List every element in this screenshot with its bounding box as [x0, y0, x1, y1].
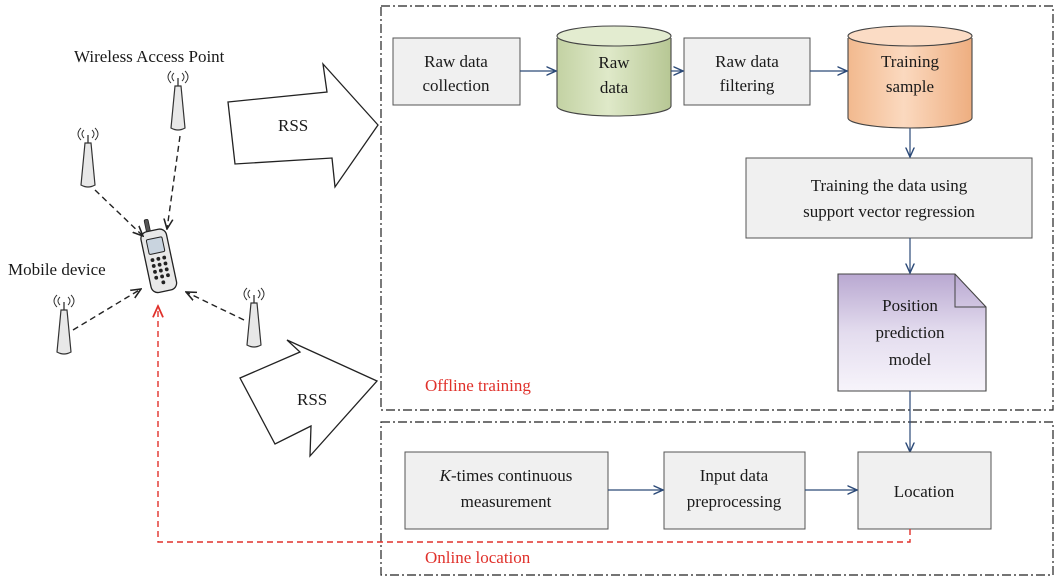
rss-arrow-top: RSS	[227, 61, 379, 189]
mobile-device-label: Mobile device	[8, 260, 106, 279]
rss-label-bottom: RSS	[297, 390, 327, 409]
raw-data-collection-box: Raw data collection	[392, 37, 521, 106]
svg-text:Location: Location	[894, 482, 955, 501]
svg-text:Input data: Input data	[700, 466, 769, 485]
svg-text:Raw: Raw	[598, 53, 630, 72]
raw-data-filtering-box: Raw data filtering	[683, 37, 811, 106]
svg-text:measurement: measurement	[461, 492, 552, 511]
svg-text:Training the data using: Training the data using	[811, 176, 968, 195]
signal-arrow	[94, 189, 143, 236]
signal-arrow	[167, 135, 181, 229]
svg-text:Position: Position	[882, 296, 938, 315]
rss-arrow-bottom: RSS	[239, 339, 379, 458]
online-location-frame	[380, 421, 1054, 576]
antenna-icon	[167, 70, 189, 131]
position-prediction-model: Position prediction model	[837, 273, 987, 392]
svg-text:data: data	[600, 78, 629, 97]
signal-arrow	[72, 289, 141, 331]
svg-text:Raw data: Raw data	[715, 52, 779, 71]
svg-text:sample: sample	[886, 77, 934, 96]
k-times-measurement-box: K-times continuous measurement	[404, 451, 609, 530]
online-location-label: Online location	[425, 548, 531, 567]
svg-text:filtering: filtering	[720, 76, 775, 95]
training-sample-cylinder: Training sample	[847, 25, 973, 129]
signal-arrow	[186, 292, 245, 321]
svg-text:prediction: prediction	[876, 323, 945, 342]
offline-training-label: Offline training	[425, 376, 531, 395]
input-preprocessing-box: Input data preprocessing	[663, 451, 806, 530]
wireless-access-point-label: Wireless Access Point	[74, 47, 225, 66]
svg-text:collection: collection	[422, 76, 490, 95]
svg-text:Raw data: Raw data	[424, 52, 488, 71]
svr-training-box: Training the data using support vector r…	[745, 157, 1033, 239]
antenna-icon	[77, 127, 99, 188]
mobile-phone-icon	[140, 219, 178, 294]
svg-text:Training: Training	[881, 52, 939, 71]
svg-text:K-times continuous: K-times continuous	[439, 466, 573, 485]
offline-training-frame	[380, 5, 1054, 411]
svg-text:model: model	[889, 350, 932, 369]
location-feedback-arrow	[158, 306, 911, 543]
antenna-icon	[243, 287, 265, 348]
svg-text:support vector regression: support vector regression	[803, 202, 975, 221]
antenna-icon	[53, 294, 75, 355]
svg-text:preprocessing: preprocessing	[687, 492, 782, 511]
rss-label-top: RSS	[278, 116, 308, 135]
location-box: Location	[857, 451, 992, 530]
raw-data-cylinder: Raw data	[556, 25, 672, 117]
